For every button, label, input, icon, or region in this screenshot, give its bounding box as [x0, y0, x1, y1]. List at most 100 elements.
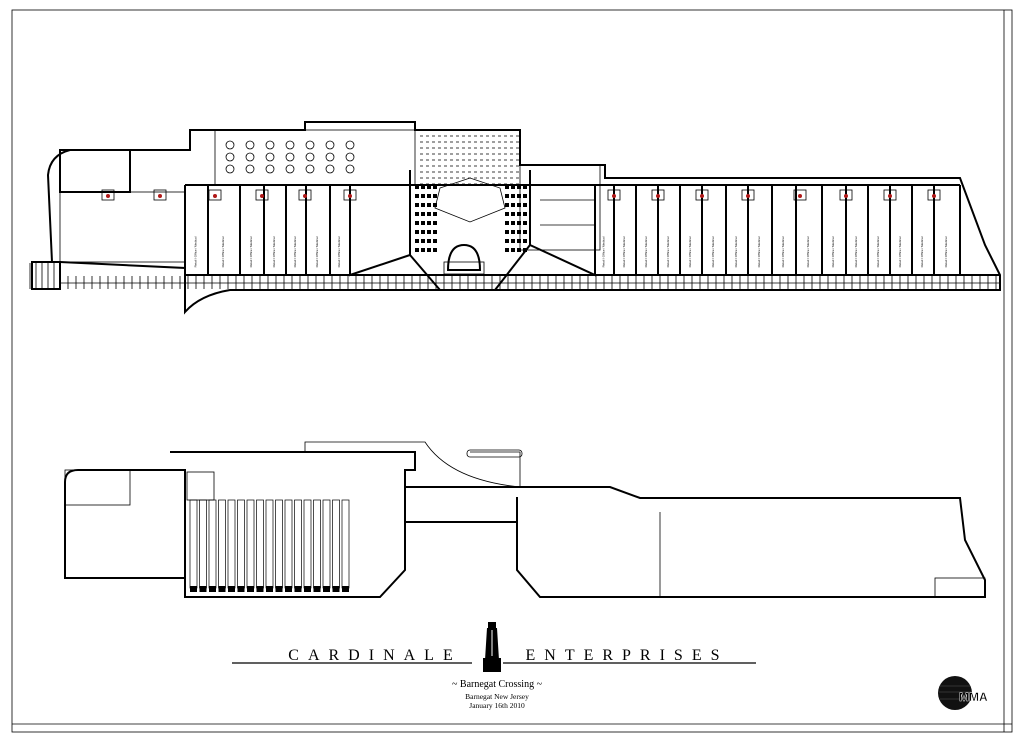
dining-table — [245, 152, 255, 162]
court-seat — [415, 221, 419, 225]
dining-table — [265, 164, 275, 174]
store-label: Retail / Office / Medical — [944, 236, 948, 267]
pinsetter — [285, 586, 292, 592]
dining-table — [225, 152, 235, 162]
pinsetter — [332, 586, 340, 592]
title-block: CARDINALE ENTERPRISES ~ Barnegat Crossin… — [232, 622, 988, 710]
entry-fixture-marker — [348, 194, 352, 198]
dining-table — [325, 140, 335, 150]
fountain-base — [443, 261, 485, 275]
court-seat — [421, 185, 425, 189]
sheet-border — [11, 9, 1013, 733]
court-seat — [523, 194, 527, 198]
store-label: Retail / Office / Medical — [249, 236, 253, 267]
entry-vestibule — [255, 189, 269, 201]
pinsetter — [237, 586, 245, 592]
store-label: Retail / Office / Medical — [854, 236, 858, 267]
court-seat — [421, 212, 425, 216]
dining-table — [265, 140, 275, 150]
court-seat — [517, 248, 521, 252]
service-room — [186, 471, 215, 501]
court-seat — [421, 230, 425, 234]
entry-fixture-marker — [656, 194, 660, 198]
store-label: Retail / Office / Medical — [194, 236, 198, 267]
tenant-space-left-anchor — [59, 191, 186, 263]
entry-vestibule — [343, 189, 357, 201]
court-seat — [523, 185, 527, 189]
architect-logo-text: MMA — [959, 690, 988, 704]
court-seat — [523, 212, 527, 216]
entry-vestibule — [695, 189, 709, 201]
entry-fixture-marker — [213, 194, 217, 198]
entry-vestibule — [741, 189, 755, 201]
store-label: Retail / Office / Medical — [757, 236, 761, 267]
tenant-space-left-upper — [59, 149, 131, 193]
store-label: Retail / Office / Medical — [920, 236, 924, 267]
corridor-outline — [405, 486, 517, 523]
dining-table — [305, 164, 315, 174]
bowling-lane — [284, 499, 293, 589]
retail-lower-outline — [516, 486, 986, 598]
court-seat — [517, 194, 521, 198]
pinsetter — [275, 586, 283, 592]
pinsetter — [313, 586, 321, 592]
court-seat — [517, 230, 521, 234]
pinsetter — [209, 586, 216, 592]
court-seat — [511, 185, 515, 189]
pinsetter — [266, 586, 273, 592]
pinsetter — [256, 586, 264, 592]
store-label: Retail / Office / Medical — [644, 236, 648, 267]
stair — [934, 577, 986, 598]
project-location: Barnegat New Jersey — [465, 692, 529, 701]
court-seat — [517, 239, 521, 243]
court-seat — [421, 221, 425, 225]
planter — [466, 449, 523, 458]
entry-vestibule — [651, 189, 665, 201]
storage-area-outline — [64, 469, 186, 579]
court-diagonal-right — [494, 244, 531, 291]
store-label: Retail / Office / Medical — [666, 236, 670, 267]
court-seat — [523, 230, 527, 234]
court-seat — [433, 239, 437, 243]
dining-table — [245, 140, 255, 150]
entry-fixture-marker — [158, 194, 162, 198]
court-seat — [505, 239, 509, 243]
pinsetter — [304, 586, 311, 592]
court-seat — [505, 212, 509, 216]
entry-vestibule — [883, 189, 897, 201]
court-seat — [415, 239, 419, 243]
court-seat — [505, 203, 509, 207]
bowling-lane — [303, 499, 312, 589]
court-seat — [433, 221, 437, 225]
restaurant-dining — [214, 129, 416, 186]
entry-vestibule — [298, 189, 312, 201]
court-seat — [505, 221, 509, 225]
pinsetter — [342, 586, 349, 592]
bowling-lane — [313, 499, 321, 589]
court-seat — [421, 203, 425, 207]
pinsetter — [247, 586, 254, 592]
bowling-lane — [227, 499, 236, 589]
entry-fixture-marker — [844, 194, 848, 198]
court-seat — [523, 239, 527, 243]
entry-fixture-marker — [106, 194, 110, 198]
entry-fixture-marker — [303, 194, 307, 198]
bowling-lane — [256, 499, 264, 589]
court-seat — [511, 203, 515, 207]
store-label: Retail / Office / Medical — [602, 236, 606, 267]
lower-floor-plan — [64, 441, 986, 598]
court-seat — [415, 212, 419, 216]
entry-vestibule — [793, 189, 807, 201]
entry-fixture-marker — [260, 194, 264, 198]
court-seat — [433, 212, 437, 216]
bowling-lane — [189, 499, 198, 589]
court-seat — [415, 248, 419, 252]
bowling-area-outline — [170, 451, 416, 598]
pinsetter — [199, 586, 207, 592]
fountain-feature — [446, 243, 482, 271]
store-label: Retail / Office / Medical — [622, 236, 626, 267]
entry-fixture-marker — [612, 194, 616, 198]
bowling-lane — [294, 499, 302, 589]
court-seat — [433, 194, 437, 198]
court-seat — [505, 248, 509, 252]
